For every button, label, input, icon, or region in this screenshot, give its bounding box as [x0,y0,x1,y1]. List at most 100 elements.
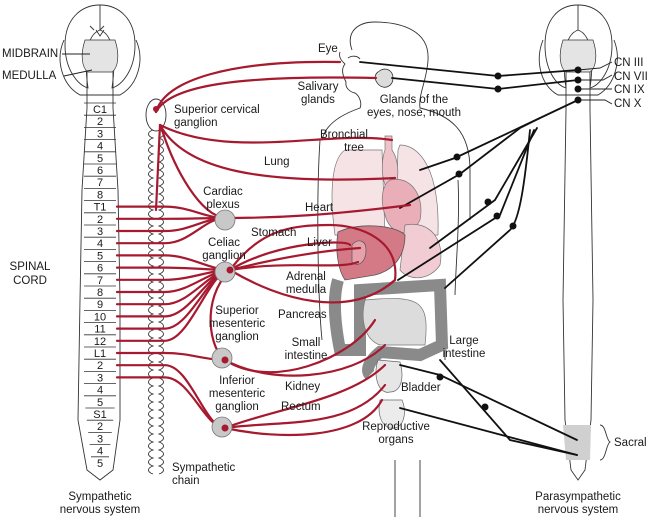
eye-organ [347,55,361,60]
celiac-neuron [226,266,234,274]
spinal-segment-label: 3 [97,372,103,384]
spinal-segment-label: T1 [94,202,107,214]
adrenal-label-1: Adrenal [286,271,326,283]
spinal-segment-label: 9 [97,299,103,311]
chain-label-2: chain [172,475,200,487]
spinal-segment-label: 8 [97,189,103,201]
spinal-segment-label: 11 [94,324,105,336]
large-int-label-2: intestine [443,348,486,360]
spinal-segment-label: 8 [97,287,103,299]
heart-label: Heart [305,202,334,214]
celiac-label-1: Celiac [208,237,240,249]
superior-cervical-neuron [153,106,159,112]
sympathetic-caption-1: Sympathetic [68,491,132,503]
sympathetic-caption-2: nervous system [60,504,141,516]
sup-mes-label-2: mesenteric [209,318,265,330]
kidney-label: Kidney [285,381,320,393]
sympathetic-pathways [154,60,412,437]
cranial-nerves [574,61,613,105]
sup-mes-label-1: Superior [215,305,259,317]
spinal-sympathetic-fiber [115,216,227,233]
stomach-label: Stomach [251,227,296,239]
eye-label: Eye [318,43,338,55]
bladder-organ [375,359,403,393]
spinal-segment-label: 4 [97,385,103,397]
liver-organ [336,225,406,281]
large-intestine-organ [328,278,449,380]
sup-mes-label-3: ganglion [215,331,258,343]
medulla-leader [63,69,93,77]
liver-label: Liver [307,237,332,249]
cardiac-label-1: Cardiac [203,186,243,198]
small-intestine-organ [362,298,427,346]
small-int-label-1: Small [292,337,321,349]
cn-vii-label: CN VII [614,71,648,83]
right-spinal-cord [562,72,594,481]
parasympathetic-pathways [359,61,579,456]
spinal-sympathetic-fiber [115,216,227,220]
superior-mesenteric-ganglion [211,347,233,369]
spinal-segment-label: 10 [94,311,106,323]
left-brain [59,4,141,96]
cn-iii-label: CN III [614,57,643,69]
right-brain [538,4,618,96]
spinal-segment-label: 7 [97,177,103,189]
medulla-label: MEDULLA [2,70,57,82]
large-int-label-1: Large [449,335,478,347]
pancreas-label: Pancreas [278,309,327,321]
repro-label-2: organs [378,434,413,446]
cn-ix-label: CN IX [614,84,645,96]
chain-label-1: Sympathetic [172,462,236,474]
rectum-label: Rectum [281,401,321,413]
spinal-segment-label: 5 [97,153,103,165]
lung-label: Lung [264,156,290,168]
spinal-segment-label: 2 [97,116,103,128]
inf-mes-label-2: mesenteric [209,388,265,400]
spinal-sympathetic-fiber [115,376,227,430]
superior-cervical-ganglion [145,98,167,132]
spinal-segment-label: 7 [97,275,103,287]
spinal-segment-label: 2 [97,360,103,372]
spinal-segment-label: 3 [97,433,103,445]
sacral-region [563,425,591,460]
spinal-segment-label: L1 [94,348,106,360]
spinal-segment-label: 3 [97,226,103,238]
sacral-brace [599,424,612,461]
parasympathetic-caption-2: nervous system [538,504,619,516]
sympathetic-chain [145,98,167,475]
cn-x-label: CN X [614,98,642,110]
left-spinal-cord [77,72,121,481]
cardiac-plexus-ganglion [214,209,236,231]
reproductive-organ [378,399,405,429]
spinal-segment-label: S1 [93,409,106,421]
spinal-segment-label: 4 [97,238,103,250]
small-int-label-2: intestine [285,350,328,362]
salivary-label-2: glands [301,94,335,106]
gland-organ [374,68,394,88]
spinal-segment-label: C1 [93,104,107,116]
spinal-segment-label: 3 [97,128,103,140]
cardiac-label-2: plexus [206,199,239,211]
stomach-organ [399,223,442,278]
midbrain-label: MIDBRAIN [2,48,58,60]
inf-mes-label-1: Inferior [219,375,255,387]
bladder-label: Bladder [401,382,441,394]
bronchial-label-1: Bronchial [320,129,368,141]
bronchial-label-2: tree [344,142,364,154]
spinal-sympathetic-fiber [115,351,227,362]
spinal-segment-label: 4 [97,141,103,153]
parasympathetic-caption-1: Parasympathetic [535,491,621,503]
spinal-segment-label: 12 [94,336,106,348]
spinal-segment-label: 2 [97,214,103,226]
spinal-segment-label: 5 [97,250,103,262]
superior-mesenteric-neuron [221,356,229,364]
spinal-segment-label: 4 [97,446,103,458]
spinal-segment-label: 5 [97,397,103,409]
spinal-segment-label: 2 [97,421,103,433]
inf-mes-label-3: ganglion [215,401,258,413]
celiac-label-2: ganglion [202,250,245,262]
superior-cervical-label-1: Superior cervical [174,104,260,116]
adrenal-label-2: medulla [286,284,327,296]
